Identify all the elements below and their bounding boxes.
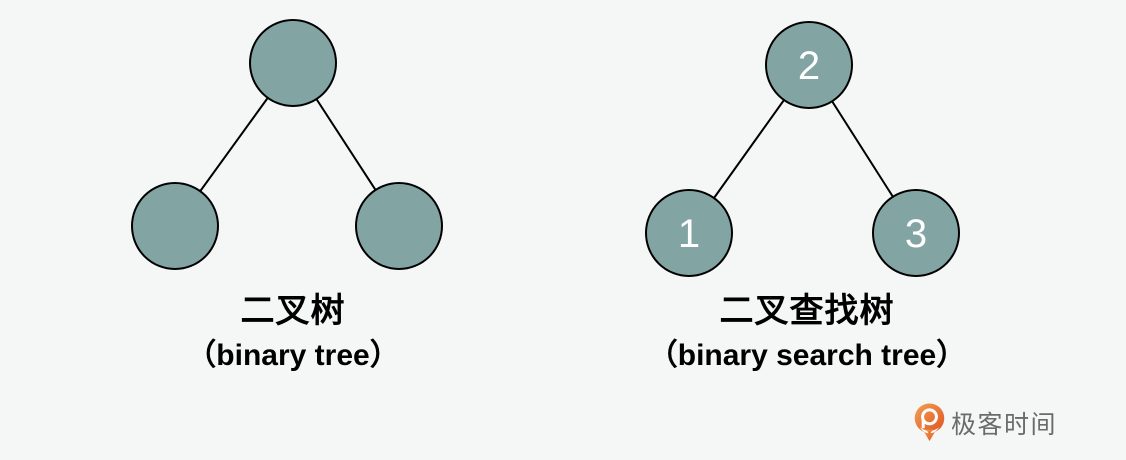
tree-node-root	[249, 19, 337, 107]
caption-binary-tree-en: （binary tree）	[186, 339, 400, 372]
caption-binary-tree-cn: 二叉树	[240, 292, 346, 330]
caption-binary-search-tree-cn: 二叉查找树	[719, 292, 895, 330]
node-label: 2	[798, 44, 820, 88]
tree-node-right: 3	[872, 189, 960, 277]
tree-node-right	[355, 182, 443, 270]
tree-node-left	[131, 182, 219, 270]
geektime-logo-icon	[914, 403, 945, 442]
node-label: 1	[678, 212, 700, 256]
node-circle	[249, 19, 337, 107]
node-circle	[765, 21, 853, 109]
caption-binary-search-tree: 二叉查找树 （binary search tree）	[587, 290, 1027, 375]
tree-binary	[131, 19, 443, 270]
node-label: 3	[905, 212, 927, 256]
geektime-logo-text: 极客时间	[951, 411, 1058, 439]
node-circle	[872, 189, 960, 277]
node-circle	[645, 189, 733, 277]
geektime-logo: 极客时间	[913, 403, 1057, 443]
node-circle	[355, 182, 443, 270]
tree-node-root: 2	[765, 21, 853, 109]
caption-binary-search-tree-en: （binary search tree）	[647, 339, 967, 372]
node-circle	[131, 182, 219, 270]
tree-binary-search: 2 1 3	[645, 21, 960, 277]
caption-binary-tree: 二叉树 （binary tree）	[73, 290, 513, 375]
tree-node-left: 1	[645, 189, 733, 277]
